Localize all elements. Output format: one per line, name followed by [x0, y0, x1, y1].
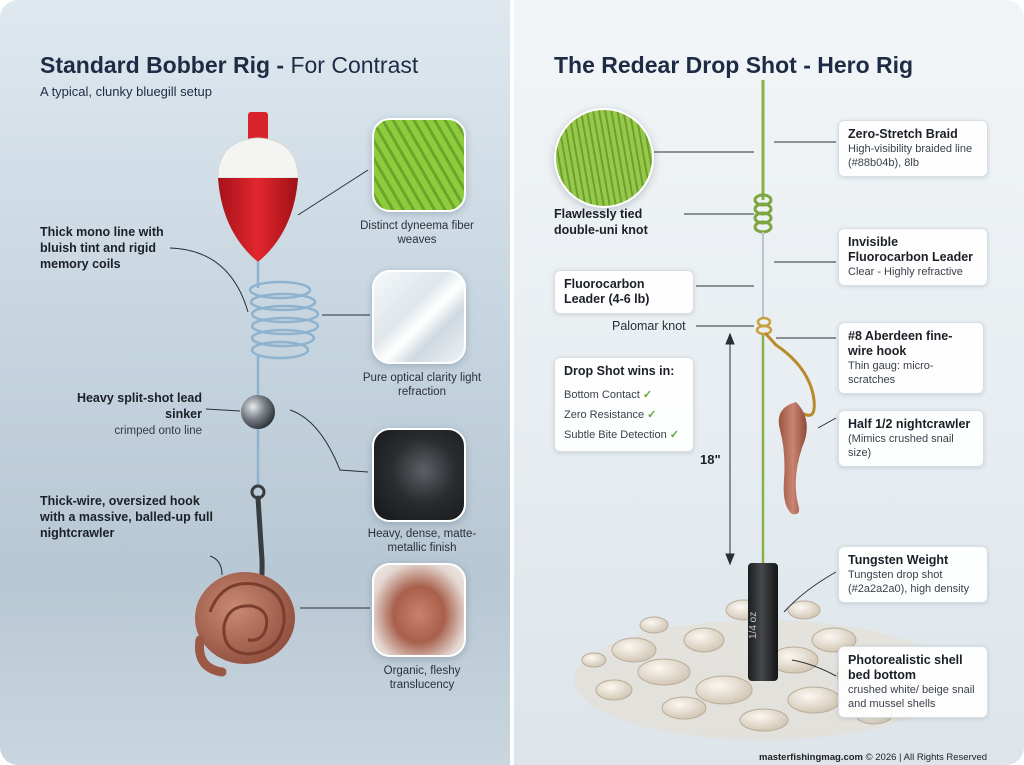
- label-18-inch: 18": [700, 452, 721, 467]
- win-bottom-contact: Bottom Contact ✓: [564, 389, 653, 401]
- caption-metal: Heavy, dense, matte-metallic finish: [367, 528, 477, 554]
- right-callout-lines: [654, 141, 837, 677]
- double-uni-knot: [753, 193, 773, 234]
- thumb-braid-spool: [554, 108, 654, 208]
- card-nightcrawler: Half 1/2 nightcrawler (Mimics crushed sn…: [838, 410, 984, 467]
- caption-worm: Organic, fleshy translucency: [383, 665, 461, 691]
- bobber-rig-drawing: [169, 112, 370, 677]
- balled-nightcrawler: [194, 572, 295, 677]
- card-fluorocarbon-leader: Fluorocarbon Leader (4-6 lb): [554, 270, 694, 314]
- label-double-uni: Flawlessly tied double-uni knot: [554, 207, 648, 237]
- left-subtitle: A typical, clunky bluegill setup: [40, 84, 212, 99]
- split-shot-sinker: [241, 395, 275, 429]
- footer-copyright: masterfishingmag.com © 2026 | All Rights…: [759, 752, 988, 763]
- caption-dyneema: Distinct dyneema fiber weaves: [360, 220, 474, 246]
- panel-divider: [510, 0, 514, 765]
- win-subtle-bite: Subtle Bite Detection ✓: [564, 429, 680, 441]
- left-panel: Standard Bobber Rig - For Contrast A typ…: [0, 0, 510, 765]
- label-mono-line: Thick mono line with bluish tint and rig…: [40, 225, 164, 271]
- card-braid: Zero-Stretch Braid High-visibility braid…: [838, 120, 988, 177]
- label-palomar: Palomar knot: [612, 319, 686, 333]
- thumb-dyneema-weave: [372, 118, 466, 212]
- right-title: The Redear Drop Shot - Hero Rig: [554, 52, 914, 78]
- label-hook: Thick-wire, oversized hook with a massiv…: [40, 494, 213, 540]
- bobber-bottom: [218, 178, 298, 262]
- left-title: Standard Bobber Rig - For Contrast: [40, 52, 419, 78]
- card-shell-bed: Photorealistic shell bed bottom crushed …: [838, 646, 988, 718]
- callout-lines: [169, 169, 370, 609]
- tungsten-weight: [748, 563, 778, 681]
- card-drop-shot-wins: Drop Shot wins in: Bottom Contact ✓ Zero…: [554, 357, 694, 452]
- half-nightcrawler: [778, 402, 807, 515]
- bobber-top: [217, 137, 299, 179]
- thumb-optical-clarity: [372, 270, 466, 364]
- palomar-knot: [755, 316, 773, 336]
- win-zero-resistance: Zero Resistance ✓: [564, 409, 657, 421]
- card-tungsten: Tungsten Weight Tungsten drop shot (#2a2…: [838, 546, 988, 603]
- aberdeen-hook: [764, 332, 816, 417]
- right-panel: The Redear Drop Shot - Hero Rig: [514, 0, 1024, 765]
- weight-marking: 1/4 oz: [748, 611, 759, 639]
- measurement-arrow: [725, 332, 735, 566]
- thumb-matte-metal: [372, 428, 466, 522]
- thumb-fleshy-worm: [372, 563, 466, 657]
- card-aberdeen-hook: #8 Aberdeen fine-wire hook Thin gaug: mi…: [838, 322, 984, 394]
- caption-clarity: Pure optical clarity light refraction: [362, 372, 482, 398]
- bobber-stem: [248, 112, 268, 142]
- memory-coils: [248, 280, 320, 360]
- card-invisible-leader: Invisible Fluorocarbon Leader Clear - Hi…: [838, 228, 988, 286]
